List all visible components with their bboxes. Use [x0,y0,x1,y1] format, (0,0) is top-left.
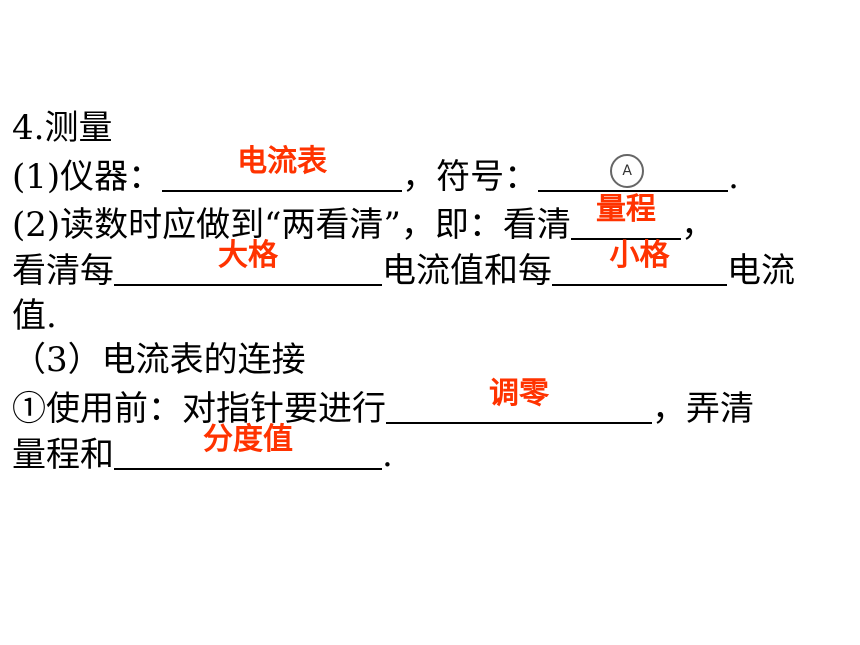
reading-line-1: (2)读数时应做到“两看清”，即：看清量程 ， [12,192,715,245]
instrument-blank: 电流表 [162,144,403,192]
answer-zero: 调零 [489,376,549,411]
instrument-prefix: (1)仪器： [12,157,163,197]
reading-comma: ， [680,205,715,245]
reading-prefix: (2)读数时应做到“两看清”，即：看清 [12,205,571,245]
reading-line2-prefix: 看清每 [12,251,114,291]
reading-suffix: 电流 [727,251,795,291]
answer-division-value: 分度值 [203,422,293,457]
range-blank: 量程 [570,192,681,240]
answer-range: 量程 [595,192,656,227]
connection-prefix: ①使用前：对指针要进行 [12,389,386,429]
connection-line2-prefix: 量程和 [12,435,114,475]
connection-line-1: ①使用前：对指针要进行 调零 ，弄清 [12,376,754,429]
ammeter-symbol-icon: A [610,154,645,188]
instrument-end: . [728,157,739,197]
small-division-blank: 小格 [552,238,727,286]
connection-line-2: 量程和 分度值. [12,422,393,475]
reading-line-3: 值. [12,296,57,336]
connection-mid: ，弄清 [652,389,754,429]
symbol-blank: A [538,154,729,192]
answer-ammeter: 电流表 [237,144,328,179]
symbol-prefix: ，符号： [402,157,539,197]
connection-heading: （3）电流表的连接 [12,340,306,380]
ammeter-symbol-letter: A [622,163,632,179]
division-value-blank: 分度值 [114,422,382,470]
section-heading: 4.测量 [12,108,113,148]
connection-end: . [382,435,393,475]
answer-big-division: 大格 [218,238,278,273]
reading-mid: 电流值和每 [382,251,552,291]
zero-blank: 调零 [386,376,652,424]
instrument-line: (1)仪器： 电流表 ，符号： A. [12,144,739,197]
answer-small-division: 小格 [609,238,670,273]
big-division-blank: 大格 [114,238,382,286]
reading-line-2: 看清每 大格 电流值和每 小格 电流 [12,238,795,291]
